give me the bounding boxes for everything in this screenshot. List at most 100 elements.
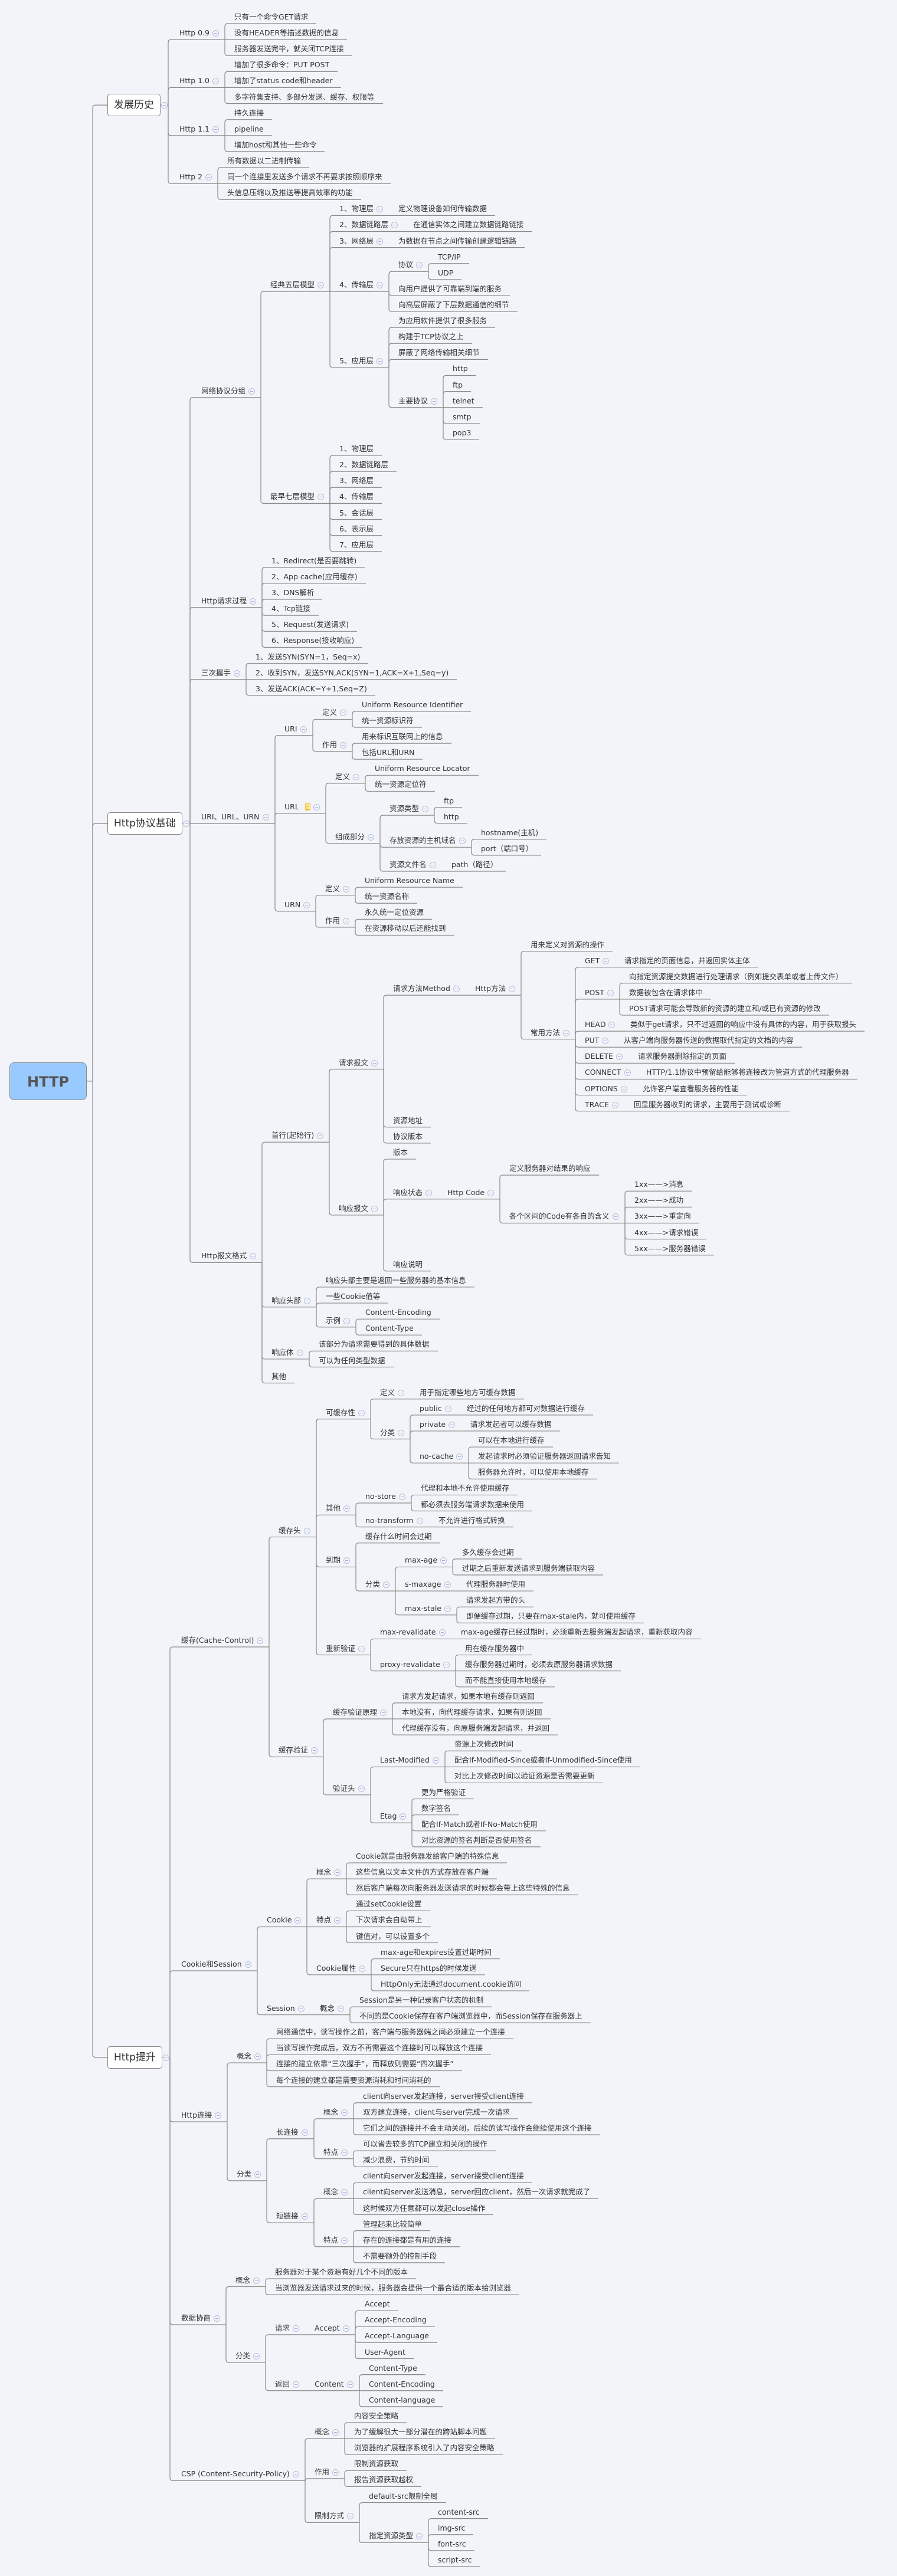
collapse-toggle-icon[interactable] (293, 2325, 299, 2332)
collapse-toggle-icon[interactable] (371, 1059, 378, 1067)
collapse-toggle-icon[interactable] (358, 1645, 365, 1652)
collapse-toggle-icon[interactable] (358, 1785, 365, 1792)
collapse-toggle-icon[interactable] (250, 1253, 256, 1260)
collapse-toggle-icon[interactable] (416, 2533, 423, 2540)
collapse-toggle-icon[interactable] (304, 1297, 310, 1304)
collapse-toggle-icon[interactable] (358, 1409, 365, 1416)
collapse-toggle-icon[interactable] (163, 2054, 169, 2061)
collapse-toggle-icon[interactable] (439, 1629, 446, 1636)
collapse-toggle-icon[interactable] (343, 2325, 349, 2332)
collapse-toggle-icon[interactable] (371, 1205, 378, 1212)
collapse-toggle-icon[interactable] (334, 1917, 341, 1924)
collapse-toggle-icon[interactable] (341, 2109, 348, 2116)
collapse-toggle-icon[interactable] (624, 1069, 631, 1077)
collapse-toggle-icon[interactable] (297, 1349, 303, 1356)
collapse-toggle-icon[interactable] (343, 1317, 350, 1324)
collapse-toggle-icon[interactable] (253, 2277, 260, 2284)
collapse-toggle-icon[interactable] (613, 1213, 619, 1220)
collapse-toggle-icon[interactable] (359, 1965, 365, 1972)
collapse-toggle-icon[interactable] (380, 1709, 387, 1716)
collapse-toggle-icon[interactable] (293, 2381, 299, 2388)
collapse-toggle-icon[interactable] (341, 2149, 348, 2156)
collapse-toggle-icon[interactable] (398, 1389, 404, 1396)
collapse-toggle-icon[interactable] (422, 806, 428, 813)
collapse-toggle-icon[interactable] (254, 2171, 261, 2178)
collapse-toggle-icon[interactable] (353, 773, 359, 780)
collapse-toggle-icon[interactable] (212, 126, 219, 133)
collapse-toggle-icon[interactable] (368, 833, 374, 841)
collapse-toggle-icon[interactable] (317, 494, 324, 501)
collapse-toggle-icon[interactable] (332, 2469, 339, 2476)
collapse-toggle-icon[interactable] (417, 1517, 423, 1524)
collapse-toggle-icon[interactable] (302, 2213, 308, 2220)
collapse-toggle-icon[interactable] (302, 2129, 308, 2136)
collapse-toggle-icon[interactable] (347, 2381, 353, 2388)
collapse-toggle-icon[interactable] (253, 2353, 260, 2360)
collapse-toggle-icon[interactable] (347, 2513, 353, 2520)
collapse-toggle-icon[interactable] (248, 388, 255, 395)
collapse-toggle-icon[interactable] (430, 862, 436, 868)
collapse-toggle-icon[interactable] (431, 398, 437, 405)
collapse-toggle-icon[interactable] (263, 813, 269, 821)
collapse-toggle-icon[interactable] (338, 2005, 344, 2012)
collapse-toggle-icon[interactable] (602, 1038, 608, 1045)
collapse-toggle-icon[interactable] (416, 262, 423, 269)
collapse-toggle-icon[interactable] (448, 1421, 455, 1428)
collapse-toggle-icon[interactable] (621, 1085, 627, 1092)
collapse-toggle-icon[interactable] (444, 1605, 451, 1612)
collapse-toggle-icon[interactable] (183, 821, 189, 828)
collapse-toggle-icon[interactable] (399, 1493, 405, 1500)
collapse-toggle-icon[interactable] (377, 238, 383, 245)
collapse-toggle-icon[interactable] (377, 357, 383, 365)
collapse-toggle-icon[interactable] (234, 670, 240, 677)
collapse-toggle-icon[interactable] (400, 1813, 406, 1820)
collapse-toggle-icon[interactable] (487, 1189, 494, 1196)
collapse-toggle-icon[interactable] (443, 1661, 450, 1668)
collapse-toggle-icon[interactable] (294, 1917, 301, 1924)
collapse-toggle-icon[interactable] (317, 1133, 323, 1140)
collapse-toggle-icon[interactable] (245, 1961, 251, 1968)
collapse-toggle-icon[interactable] (293, 2471, 299, 2478)
collapse-toggle-icon[interactable] (603, 957, 609, 964)
collapse-toggle-icon[interactable] (313, 803, 320, 810)
collapse-toggle-icon[interactable] (440, 1557, 447, 1564)
collapse-toggle-icon[interactable] (343, 917, 349, 924)
collapse-toggle-icon[interactable] (391, 222, 398, 229)
collapse-toggle-icon[interactable] (215, 2112, 221, 2119)
collapse-toggle-icon[interactable] (343, 1557, 350, 1564)
collapse-toggle-icon[interactable] (214, 2315, 220, 2322)
collapse-toggle-icon[interactable] (377, 206, 383, 213)
collapse-toggle-icon[interactable] (456, 1453, 463, 1461)
collapse-toggle-icon[interactable] (444, 1581, 451, 1589)
collapse-toggle-icon[interactable] (254, 2053, 261, 2060)
collapse-toggle-icon[interactable] (343, 1505, 350, 1512)
collapse-toggle-icon[interactable] (398, 1429, 404, 1436)
collapse-toggle-icon[interactable] (383, 1581, 389, 1589)
collapse-toggle-icon[interactable] (205, 174, 212, 181)
collapse-toggle-icon[interactable] (250, 598, 256, 605)
collapse-toggle-icon[interactable] (212, 30, 219, 37)
collapse-toggle-icon[interactable] (433, 1757, 439, 1764)
collapse-toggle-icon[interactable] (377, 282, 383, 289)
collapse-toggle-icon[interactable] (257, 1637, 263, 1644)
collapse-toggle-icon[interactable] (298, 2005, 305, 2012)
collapse-toggle-icon[interactable] (212, 78, 219, 85)
collapse-toggle-icon[interactable] (300, 726, 307, 733)
collapse-toggle-icon[interactable] (340, 741, 346, 749)
collapse-toggle-icon[interactable] (343, 885, 349, 892)
collapse-toggle-icon[interactable] (332, 2429, 339, 2436)
collapse-toggle-icon[interactable] (616, 1054, 623, 1061)
collapse-toggle-icon[interactable] (607, 989, 614, 996)
collapse-toggle-icon[interactable] (509, 986, 515, 993)
collapse-toggle-icon[interactable] (161, 102, 168, 109)
collapse-toggle-icon[interactable] (425, 1189, 432, 1196)
collapse-toggle-icon[interactable] (459, 838, 466, 845)
collapse-toggle-icon[interactable] (612, 1101, 618, 1108)
collapse-toggle-icon[interactable] (341, 2189, 348, 2196)
collapse-toggle-icon[interactable] (453, 986, 460, 993)
collapse-toggle-icon[interactable] (341, 2237, 348, 2244)
collapse-toggle-icon[interactable] (304, 1527, 310, 1534)
collapse-toggle-icon[interactable] (317, 282, 324, 289)
collapse-toggle-icon[interactable] (311, 1747, 317, 1754)
collapse-toggle-icon[interactable] (445, 1405, 451, 1412)
